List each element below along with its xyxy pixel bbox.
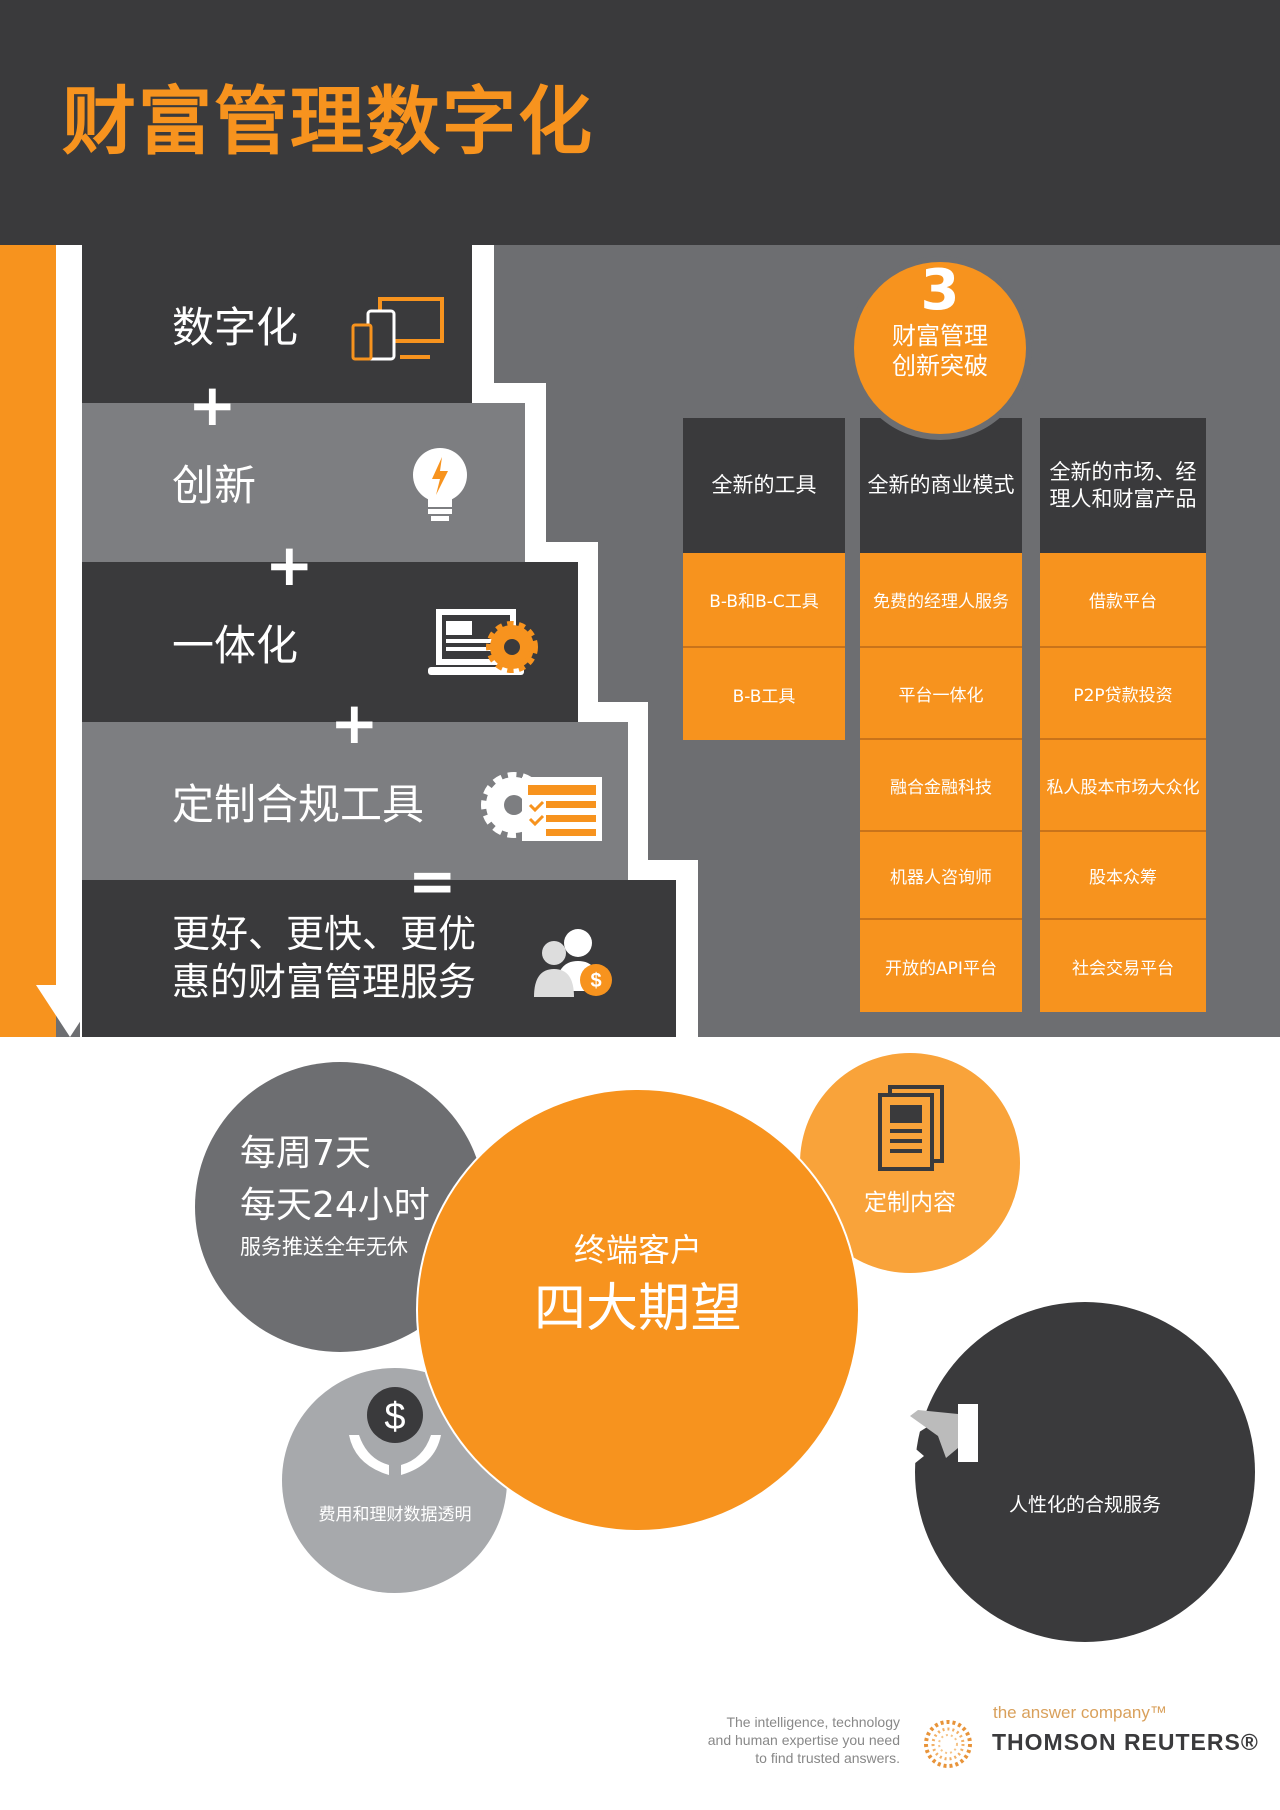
tagline-line: and human expertise you need <box>707 1732 900 1749</box>
step-label: 数字化 <box>172 302 299 352</box>
always-on-line: 每天24小时 <box>240 1184 430 1226</box>
devices-icon <box>351 297 444 361</box>
footer-slogan: the answer company™ <box>993 1703 1167 1722</box>
column-header: 全新的市场、经理人和财富产品 <box>1040 418 1206 553</box>
step-label: 定制合规工具 <box>172 779 425 829</box>
plus-sign: + <box>330 689 379 757</box>
badge-circle <box>854 262 1026 434</box>
center-subtitle: 终端客户 <box>573 1231 702 1269</box>
column-header-line: 理人和财富产品 <box>1049 486 1197 511</box>
arrow-line <box>56 245 80 1005</box>
badge-text: 3 财富管理 创新突破 <box>854 258 1026 381</box>
footer-brand: THOMSON REUTERS® <box>992 1729 1259 1755</box>
step-label: 创新 <box>172 461 257 510</box>
tagline-line: to find trusted answers. <box>755 1750 900 1767</box>
table-cell: 开放的API平台 <box>860 920 1022 1012</box>
table-cell: 私人股本市场大众化 <box>1040 740 1206 832</box>
document-icon <box>878 1085 944 1171</box>
transparency-label: 费用和理财数据透明 <box>318 1505 472 1525</box>
table-cell: P2P贷款投资 <box>1040 648 1206 740</box>
table-cell: 社会交易平台 <box>1040 920 1206 1012</box>
svg-text:$: $ <box>590 970 601 992</box>
center-text: 终端客户 四大期望 <box>418 1225 858 1344</box>
column-header: 全新的工具 <box>683 418 845 553</box>
thomson-reuters-logo-icon <box>924 1720 972 1768</box>
footer-tagline: The intelligence, technology and human e… <box>640 1713 900 1768</box>
step-label: 惠的财富管理服务 <box>172 959 477 1004</box>
badge-number: 3 <box>920 258 960 323</box>
handshake-icon <box>862 1404 978 1464</box>
users-dollar-icon: $ <box>534 929 612 997</box>
step-label: 一体化 <box>172 620 299 670</box>
table-cell: 免费的经理人服务 <box>860 553 1022 648</box>
always-on-line: 每周7天 <box>240 1133 371 1174</box>
equals-sign: = <box>408 847 457 915</box>
always-on-line: 服务推送全年无休 <box>240 1235 408 1260</box>
header <box>0 0 1280 245</box>
step-digital: 数字化 <box>82 245 472 403</box>
table-cell: 机器人咨询师 <box>860 832 1022 920</box>
badge-line: 财富管理 <box>892 321 988 350</box>
compliance-label: 人性化的合规服务 <box>1008 1494 1161 1516</box>
laptop-gear-icon <box>428 609 538 675</box>
step-result: 更好、更快、更优惠的财富管理服务 <box>82 880 676 1037</box>
orange-bar <box>0 245 56 1037</box>
plus-sign: + <box>188 371 237 439</box>
table-cell: B-B工具 <box>683 648 845 740</box>
svg-text:$: $ <box>384 1396 405 1438</box>
center-circle <box>418 1090 858 1530</box>
hands-dollar-icon: $ <box>349 1387 441 1475</box>
table-cell: 股本众筹 <box>1040 832 1206 920</box>
always-on-text: 每周7天 每天24小时 服务推送全年无休 <box>240 1125 460 1267</box>
lightbulb-icon <box>413 448 467 521</box>
badge-line: 创新突破 <box>892 351 988 380</box>
step-label: 更好、更快、更优 <box>172 912 477 956</box>
column-header-line: 全新的市场、经 <box>1049 460 1197 485</box>
custom-content-label: 定制内容 <box>864 1190 956 1216</box>
compliance-circle <box>915 1302 1255 1642</box>
table-cell: B-B和B-C工具 <box>683 553 845 648</box>
table-cell: 融合金融科技 <box>860 740 1022 832</box>
plus-sign: + <box>265 531 314 599</box>
center-title: 四大期望 <box>533 1279 742 1340</box>
column-header: 全新的商业模式 <box>860 418 1022 553</box>
gear-checklist-icon <box>481 772 602 841</box>
table-cell: 平台一体化 <box>860 648 1022 740</box>
tagline-line: The intelligence, technology <box>726 1714 900 1730</box>
table-cell: 借款平台 <box>1040 553 1206 648</box>
page-title: 财富管理数字化 <box>62 79 594 165</box>
